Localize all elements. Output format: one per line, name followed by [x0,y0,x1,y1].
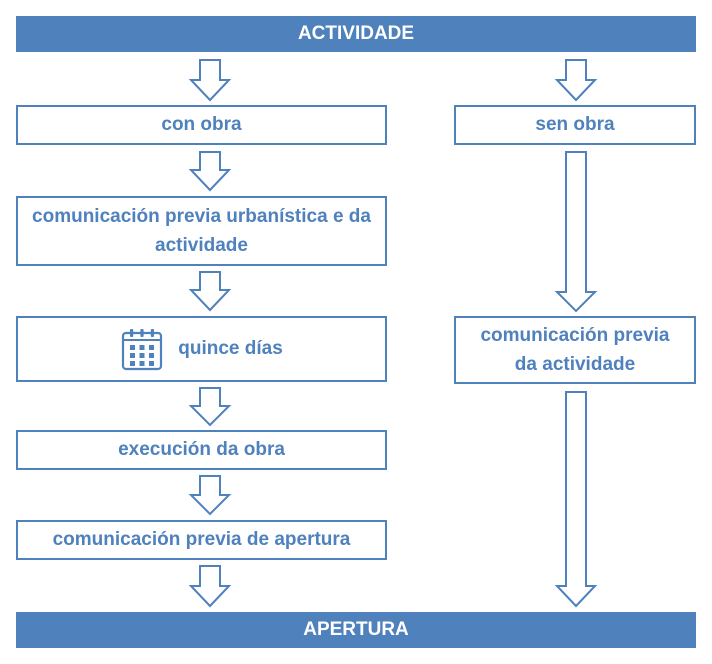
arrow-long-down-icon [554,391,598,608]
box-comunicacion-actividade: comunicación previa da actividade [454,316,696,384]
box-comunicacion-urbanistica: comunicación previa urbanística e da act… [16,196,387,266]
arrow-down-icon [188,565,232,608]
box-quince-dias-label: quince días [178,338,283,360]
arrow-down-icon [188,271,232,312]
header-title: ACTIVIDADE [297,23,415,44]
footer-title: APERTURA [303,619,409,640]
arrow-down-icon [188,151,232,192]
footer-bar: APERTURA [16,612,696,648]
box-con-obra: con obra [16,105,387,145]
box-execucion-obra-label: execución da obra [118,439,285,461]
box-comunicacion-actividade-label: comunicación previa da actividade [480,324,670,375]
arrow-down-icon [188,387,232,427]
box-comunicacion-apertura-label: comunicación previa de apertura [52,529,351,551]
arrow-down-icon [554,59,598,102]
box-con-obra-label: con obra [161,114,242,136]
quince-dias-row: quince días [120,327,283,371]
arrow-long-down-icon [554,151,598,313]
box-execucion-obra: execución da obra [16,430,387,470]
box-comunicacion-urbanistica-label: comunicación previa urbanística e da act… [32,205,371,256]
arrow-down-icon [188,59,232,102]
box-sen-obra: sen obra [454,105,696,145]
box-sen-obra-label: sen obra [535,114,615,136]
calendar-icon [120,327,164,371]
header-bar: ACTIVIDADE [16,16,696,52]
box-quince-dias: quince días [16,316,387,382]
arrow-down-icon [188,475,232,516]
box-comunicacion-apertura: comunicación previa de apertura [16,520,387,560]
